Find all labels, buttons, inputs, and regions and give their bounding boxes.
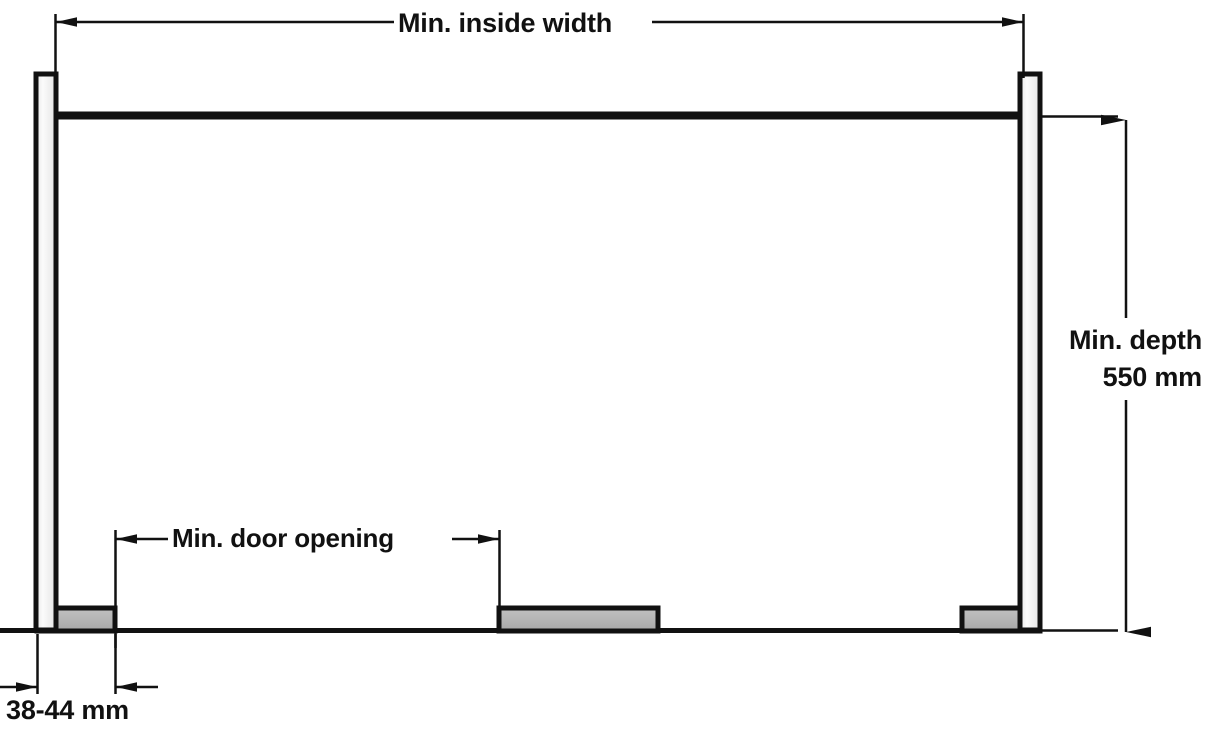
dimension-door-opening <box>114 530 501 648</box>
top-rail <box>43 111 1027 120</box>
label-panel-thickness: 38-44 mm <box>6 695 129 725</box>
left-side-panel-overlay <box>33 71 59 633</box>
dimension-min-depth <box>1038 114 1151 638</box>
center-base-block <box>496 605 661 634</box>
label-min-depth-line1: Min. depth <box>1069 325 1202 355</box>
label-min-door-opening: Min. door opening <box>172 523 394 553</box>
dimension-inside-width <box>54 14 1025 78</box>
right-side-panel-overlay <box>1017 71 1043 633</box>
label-min-inside-width: Min. inside width <box>398 8 613 38</box>
dimension-panel-thickness <box>0 634 158 694</box>
label-min-depth: Min. depth 550 mm <box>1047 322 1202 396</box>
label-min-depth-line2: 550 mm <box>1102 362 1203 392</box>
